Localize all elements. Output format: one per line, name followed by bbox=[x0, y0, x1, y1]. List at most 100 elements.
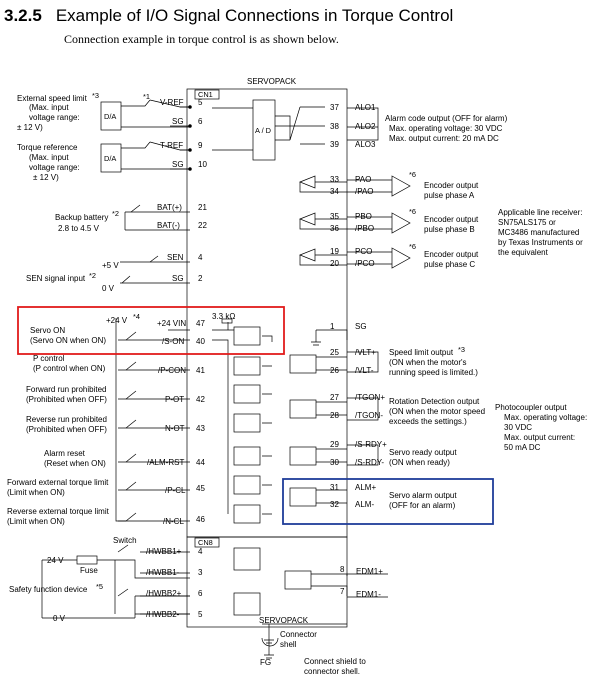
pin-sig-alm-minus: ALM- bbox=[355, 500, 374, 509]
speed-limit-line-3: running speed is limited.) bbox=[389, 368, 478, 377]
fwd-torque-line-2: (Limit when ON) bbox=[7, 488, 65, 497]
photocoupler-line-3: 30 VDC bbox=[504, 423, 532, 432]
section-number: 3.2.5 bbox=[4, 6, 42, 25]
rev-prohibit-line-1: Reverse run prohibited bbox=[26, 415, 107, 424]
pin-sig-tgon-minus: /TGON- bbox=[355, 411, 383, 420]
alarm-code-bus bbox=[347, 107, 379, 141]
pin-num-cn8-3: 3 bbox=[198, 568, 203, 577]
servo-on-highlight bbox=[17, 306, 285, 355]
pin-sig-hwbb2-plus: /HWBB2+ bbox=[146, 589, 182, 598]
switch-label: Switch bbox=[113, 536, 137, 545]
pin-num-edm-7: 7 bbox=[340, 587, 345, 596]
v24-label: +24 V bbox=[106, 316, 128, 325]
pin-num-27: 27 bbox=[330, 393, 339, 402]
speed-limit-note: *3 bbox=[458, 345, 465, 354]
pin-sig-hwbb1-plus: /HWBB1+ bbox=[146, 547, 182, 556]
resistor-3k3 bbox=[221, 318, 233, 324]
safety-label: Safety function device bbox=[9, 585, 88, 594]
pin-sig-alo1: ALO1 bbox=[355, 103, 376, 112]
pin-num-34: 34 bbox=[330, 187, 339, 196]
pin-sig-alm-plus: ALM+ bbox=[355, 483, 376, 492]
cn1-box bbox=[194, 89, 220, 100]
enc-c-line-2: pulse phase C bbox=[424, 260, 475, 269]
pin-sig-hwbb2-minus: /HWBB2- bbox=[146, 610, 180, 619]
pin-sig-srdy-plus: /S-RDY+ bbox=[355, 440, 387, 449]
alarm-code-line-3: Max. output current: 20 mA DC bbox=[389, 134, 499, 143]
cn8-wiring bbox=[41, 544, 388, 619]
da-label-1: D/A bbox=[104, 112, 116, 121]
pin-num-5: 5 bbox=[198, 98, 203, 107]
torque-ref-line-3: voltage range: bbox=[29, 163, 80, 172]
pin-sig-pbo: PBO bbox=[355, 212, 372, 221]
rotation-line-1: Rotation Detection output bbox=[389, 397, 480, 406]
pin-num-41: 41 bbox=[196, 366, 205, 375]
rev-prohibit-line-2: (Prohibited when OFF) bbox=[26, 425, 107, 434]
pin-num-4: 4 bbox=[198, 253, 203, 262]
ext-speed-line-1: External speed limit bbox=[17, 94, 88, 103]
pin-sig-pbo-n: /PBO bbox=[355, 224, 374, 233]
right-pins-alarm: 37 ALO1 38 ALO2 39 ALO3 Alarm code outpu… bbox=[330, 103, 508, 149]
pin-sig-edm1-minus: EDM1- bbox=[356, 590, 381, 599]
right-pins-encoder: 33 PAO 34 /PAO 35 PBO 36 /PBO 19 PCO 20 … bbox=[330, 170, 583, 269]
pin-num-26: 26 bbox=[330, 366, 339, 375]
pin-sig-edm1-plus: EDM1+ bbox=[356, 567, 383, 576]
enc-note-a: *6 bbox=[409, 170, 416, 179]
pin-sig-alm-rst: /ALM-RST bbox=[147, 458, 184, 467]
pin-num-6: 6 bbox=[198, 117, 203, 126]
pin-sig-sg-2: SG bbox=[172, 274, 184, 283]
photocoupler-line-1: Photocoupler output bbox=[495, 403, 567, 412]
fuse-label: Fuse bbox=[80, 566, 98, 575]
pin-num-25: 25 bbox=[330, 348, 339, 357]
pin-sig-s-on: /S-ON bbox=[162, 337, 184, 346]
photocoupler-line-5: 50 mA DC bbox=[504, 443, 541, 452]
pin-sig-p-cl: /P-CL bbox=[165, 486, 186, 495]
pin-num-38: 38 bbox=[330, 122, 339, 131]
enc-b-line-1: Encoder output bbox=[424, 215, 479, 224]
enc-a-line-2: pulse phase A bbox=[424, 191, 475, 200]
pin-sig-alo3: ALO3 bbox=[355, 140, 376, 149]
pin-sig-alo2: ALO2 bbox=[355, 122, 376, 131]
alarm-code-line-2: Max. operating voltage: 30 VDC bbox=[389, 124, 503, 133]
v24b-label: 24 V bbox=[47, 556, 64, 565]
servopack-title: SERVOPACK bbox=[247, 77, 297, 86]
rotation-line-3: exceeds the settings.) bbox=[389, 417, 467, 426]
connector-shell-line-1: Connector bbox=[280, 630, 317, 639]
pin-num-edm-8: 8 bbox=[340, 565, 345, 574]
left-pins: V-REF 5 SG 6 T-REF 9 SG 10 BAT(+) 21 BAT… bbox=[147, 98, 207, 526]
ext-speed-line-4: ± 12 V) bbox=[17, 123, 43, 132]
pin-num-19: 19 bbox=[330, 247, 339, 256]
alarm-out-line-1: Servo alarm output bbox=[389, 491, 457, 500]
cn8-pins: /HWBB1+ 4 /HWBB1- 3 /HWBB2+ 6 /HWBB2- 5 … bbox=[9, 536, 383, 623]
pin-num-44: 44 bbox=[196, 458, 205, 467]
fwd-torque-line-1: Forward external torque limit bbox=[7, 478, 109, 487]
fg-label: FG bbox=[260, 658, 271, 667]
ad-label: A / D bbox=[255, 126, 271, 135]
encoder-outputs bbox=[299, 175, 411, 269]
pin-sig-sen: SEN bbox=[167, 253, 184, 262]
bottom-labels: SERVOPACK Connector shell FG Connect shi… bbox=[259, 616, 366, 676]
pin-num-1: 1 bbox=[330, 322, 335, 331]
note-1: *1 bbox=[143, 92, 150, 101]
pin-num-35: 35 bbox=[330, 212, 339, 221]
pin-sig-sg-10: SG bbox=[172, 160, 184, 169]
ext-speed-line-3: voltage range: bbox=[29, 113, 80, 122]
speed-limit-line-2: (ON when the motor's bbox=[389, 358, 467, 367]
torque-ref-line-2: (Max. input bbox=[29, 153, 69, 162]
enc-c-line-1: Encoder output bbox=[424, 250, 479, 259]
speed-limit-line-1: Speed limit output bbox=[389, 348, 454, 357]
rev-torque-line-1: Reverse external torque limit bbox=[7, 507, 110, 516]
pin-num-42: 42 bbox=[196, 395, 205, 404]
pin-num-46: 46 bbox=[196, 515, 205, 524]
connector-shell-line-2: shell bbox=[280, 640, 297, 649]
cn8-box bbox=[194, 537, 220, 548]
shell-ground bbox=[261, 623, 347, 659]
ext-speed-note: *3 bbox=[92, 91, 99, 100]
pin-sig-bat-plus: BAT(+) bbox=[157, 203, 182, 212]
ready-line-2: (ON when ready) bbox=[389, 458, 450, 467]
servopack-box bbox=[186, 88, 348, 538]
shield-line-1: Connect shield to bbox=[304, 657, 366, 666]
pin-num-22: 22 bbox=[198, 221, 207, 230]
pin-num-43: 43 bbox=[196, 424, 205, 433]
